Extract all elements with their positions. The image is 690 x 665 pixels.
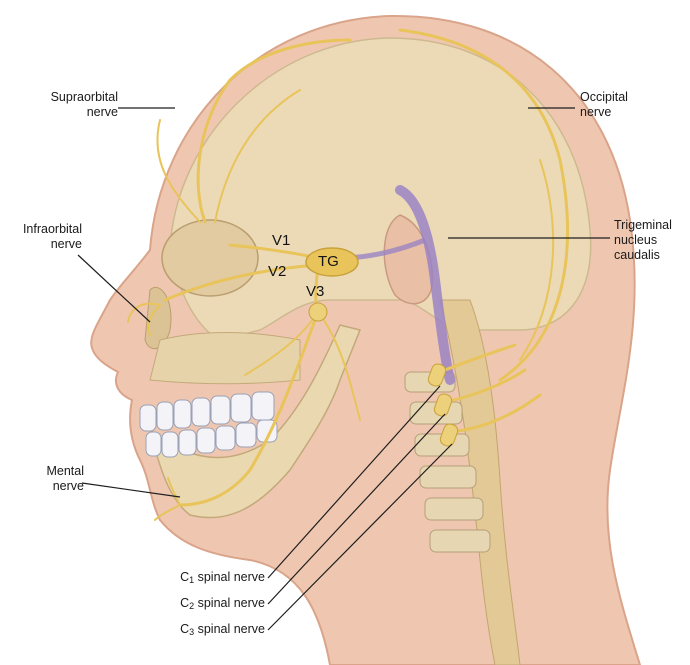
label-c1-spinal-nerve: C1 spinal nerve (110, 570, 265, 588)
trigeminal-nucleus-caudalis (395, 185, 455, 385)
label-trigeminal-line2: nucleus (614, 233, 658, 247)
label-c2-sub: 2 (189, 601, 195, 611)
label-c2-spinal-nerve: C2 spinal nerve (110, 596, 265, 614)
tag-v3: V3 (306, 283, 325, 300)
label-c1-sub: 1 (189, 575, 195, 585)
leader-infraorbital (77, 254, 151, 323)
label-c1-suffix: spinal nerve (194, 570, 265, 584)
label-occipital-nerve: Occipital nerve (580, 90, 680, 120)
label-trigeminal-nucleus-caudalis: Trigeminal nucleus caudalis (614, 218, 690, 263)
leader-mental (81, 482, 181, 498)
maxilla (149, 332, 301, 385)
spinal-ganglia (427, 363, 459, 447)
leader-c2 (267, 413, 446, 605)
tag-tg: TG (318, 253, 339, 270)
vertebrae (404, 371, 491, 553)
nerves (127, 28, 569, 521)
label-infraorbital-nerve: Infraorbital nerve (2, 222, 82, 252)
leader-c3 (267, 443, 453, 631)
label-c3-sub: 3 (189, 627, 195, 637)
label-mental-line1: Mental (46, 464, 84, 478)
label-supraorbital-line1: Supraorbital (50, 90, 118, 104)
label-mental-nerve: Mental nerve (4, 464, 84, 494)
label-trigeminal-line3: caudalis (614, 248, 660, 262)
label-c3-suffix: spinal nerve (194, 622, 265, 636)
v3-node (308, 302, 328, 322)
label-supraorbital-line2: nerve (86, 105, 118, 119)
label-mental-line2: nerve (52, 479, 84, 493)
label-occipital-line2: nerve (580, 105, 612, 119)
label-infraorbital-line2: nerve (50, 237, 82, 251)
leader-c1 (267, 385, 441, 579)
tag-v1: V1 (272, 232, 291, 249)
label-c3-spinal-nerve: C3 spinal nerve (110, 622, 265, 640)
trigeminal-ganglion (305, 247, 359, 277)
teeth-upper (139, 391, 275, 432)
leader-lines (77, 107, 610, 631)
label-c2-prefix: C (180, 596, 190, 610)
label-occipital-line1: Occipital (580, 90, 628, 104)
label-c3-prefix: C (180, 622, 190, 636)
mandible (148, 324, 362, 519)
label-supraorbital-nerve: Supraorbital nerve (18, 90, 118, 120)
label-c1-prefix: C (180, 570, 190, 584)
label-infraorbital-line1: Infraorbital (22, 222, 82, 236)
skull (169, 37, 592, 341)
tag-v2: V2 (268, 263, 287, 280)
label-c2-suffix: spinal nerve (194, 596, 265, 610)
label-trigeminal-line1: Trigeminal (614, 218, 672, 232)
